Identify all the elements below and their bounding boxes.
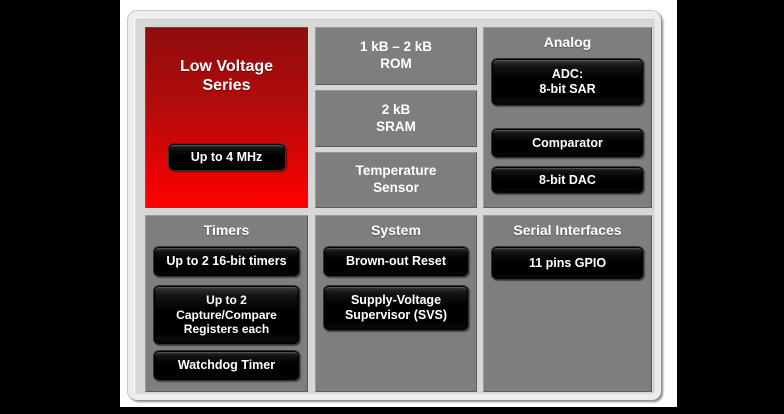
slide: Low Voltage Series Up to 4 MHz 1 kB – 2 …	[120, 0, 677, 407]
low-voltage-series-block: Low Voltage Series Up to 4 MHz	[145, 27, 308, 208]
gpio-button: 11 pins GPIO	[491, 246, 644, 280]
analog-panel: Analog ADC: 8-bit SAR Comparator 8-bit D…	[483, 27, 652, 208]
brownout-reset-button: Brown-out Reset	[323, 246, 469, 277]
system-panel-title: System	[371, 222, 421, 238]
series-title: Low Voltage Series	[179, 58, 274, 95]
sram-label: 2 kB SRAM	[376, 101, 416, 134]
serial-interfaces-panel: Serial Interfaces 11 pins GPIO	[483, 215, 652, 392]
temperature-sensor-block: Temperature Sensor	[315, 152, 477, 208]
analog-panel-title: Analog	[543, 34, 592, 50]
capture-compare-button: Up to 2 Capture/Compare Registers each	[153, 285, 300, 345]
serial-interfaces-panel-title: Serial Interfaces	[513, 222, 622, 238]
diagram-frame: Low Voltage Series Up to 4 MHz 1 kB – 2 …	[128, 11, 661, 400]
sram-block: 2 kB SRAM	[315, 90, 477, 147]
dac-button: 8-bit DAC	[491, 166, 644, 194]
system-panel: System Brown-out Reset Supply-Voltage Su…	[315, 215, 477, 392]
timers-16bit-button: Up to 2 16-bit timers	[153, 246, 300, 277]
timers-panel: Timers Up to 2 16-bit timers Up to 2 Cap…	[145, 215, 308, 392]
svs-button: Supply-Voltage Supervisor (SVS)	[323, 285, 469, 331]
adc-button: ADC: 8-bit SAR	[491, 58, 644, 106]
comparator-button: Comparator	[491, 128, 644, 158]
speed-button: Up to 4 MHz	[167, 143, 286, 172]
timers-panel-title: Timers	[203, 222, 250, 238]
rom-label: 1 kB – 2 kB ROM	[359, 39, 433, 71]
rom-block: 1 kB – 2 kB ROM	[315, 27, 477, 85]
watchdog-timer-button: Watchdog Timer	[153, 350, 300, 381]
temperature-sensor-label: Temperature Sensor	[355, 163, 437, 195]
